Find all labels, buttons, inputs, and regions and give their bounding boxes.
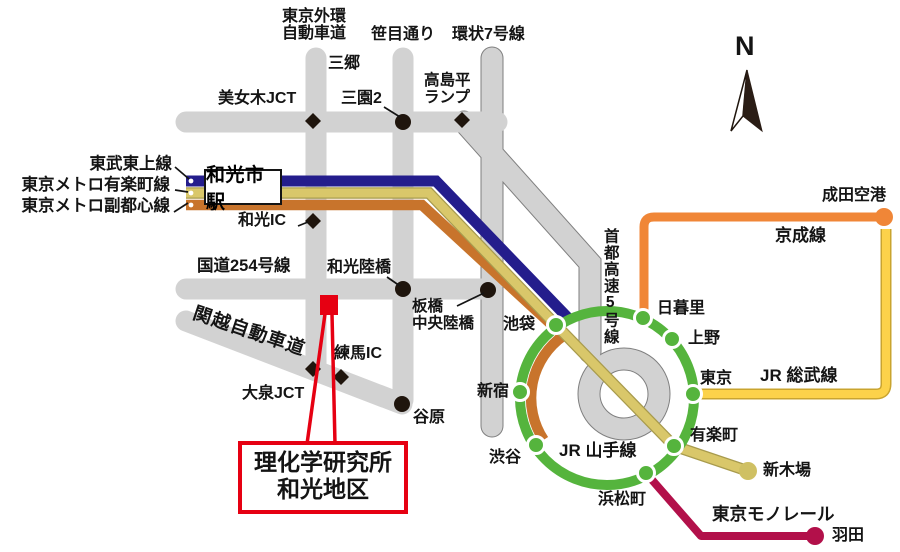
compass-n-label: N — [735, 31, 755, 61]
yamanote-stations — [510, 308, 703, 483]
monorail-line-label: 東京モノレール — [712, 504, 835, 524]
route254-label: 国道254号線 — [197, 257, 291, 275]
bijogi-jct-diamond — [305, 113, 321, 129]
yahara-dot — [394, 396, 410, 412]
sasame-street-label: 笹目通り — [371, 26, 436, 43]
fukutoshin-callout — [173, 202, 189, 213]
kanjo7-label: 環状7号線 — [452, 26, 525, 43]
wako-bridge-callout — [386, 276, 401, 287]
monorail-line — [642, 470, 813, 540]
misono2-dot — [395, 114, 411, 130]
tokyo-dot — [683, 384, 703, 404]
sobu-line — [694, 229, 890, 398]
metro-fukutoshin-label: 東京メトロ副都心線 — [21, 197, 171, 215]
kanetsu-road — [175, 310, 413, 415]
shinkiba-dot — [739, 462, 757, 480]
bijogi-jct-label: 美女木JCT — [218, 90, 297, 107]
riken-marker — [305, 295, 338, 445]
nippori-dot — [633, 308, 653, 328]
misono2-callout — [383, 106, 401, 118]
wakoshi-station-box: 和光市駅 — [204, 165, 282, 213]
wako-bridge-label: 和光陸橋 — [327, 259, 392, 276]
sobu-line-label: JR 総武線 — [760, 366, 838, 385]
station-tokyo: 東京 — [700, 370, 733, 387]
yamanote-line-label: JR 山手線 — [559, 441, 637, 460]
yahara-label: 谷原 — [413, 409, 446, 426]
riken-name-line2: 和光地区 — [277, 476, 369, 502]
shinjuku-dot — [510, 382, 530, 402]
metro-yurakucho-label: 東京メトロ有楽町線 — [21, 176, 171, 194]
riken-site-square — [320, 295, 338, 315]
yurakucho-callout — [174, 189, 189, 193]
shuto5-label: 首都高速5号線 — [601, 228, 619, 345]
wako-ic-label: 和光IC — [238, 212, 287, 229]
riken-destination-box: 理化学研究所 和光地区 — [238, 441, 408, 514]
takashimadaira-diamond — [454, 112, 470, 128]
tobu-callout — [174, 166, 190, 180]
station-narita-airport: 成田空港 — [822, 187, 887, 204]
itabashi-callout — [456, 292, 485, 307]
wako-ic-callout — [297, 221, 309, 227]
misono2-label: 三園2 — [341, 90, 382, 107]
compass-needle-icon — [730, 69, 763, 133]
gaikan-expressway-label: 東京外環 自動車道 — [268, 8, 360, 43]
callout-lines — [173, 106, 485, 307]
narita-dot — [875, 208, 893, 226]
yurakucho-dot — [664, 436, 684, 456]
takashimadaira-line2: ランプ — [424, 88, 471, 106]
itabashi-line1: 板橋 — [412, 298, 444, 315]
station-hamamatsucho: 浜松町 — [598, 491, 647, 508]
tobu-tojo-label: 東武東上線 — [89, 155, 173, 173]
station-ueno: 上野 — [688, 330, 721, 347]
station-shinkiba: 新木場 — [763, 462, 812, 479]
riken-name-line1: 理化学研究所 — [254, 449, 392, 475]
tobu-end-dot — [188, 178, 194, 184]
shibuya-dot — [526, 435, 546, 455]
nerima-ic-diamond — [333, 369, 349, 385]
gaikan-label-line2: 自動車道 — [281, 25, 346, 43]
nerima-ic-label: 練馬IC — [334, 345, 383, 362]
station-haneda: 羽田 — [832, 527, 865, 544]
itabashi-line2: 中央陸橋 — [412, 314, 475, 332]
fukutoshin-end-dot — [188, 202, 194, 208]
hamamatsucho-dot — [636, 463, 656, 483]
riken-pointer-right — [330, 313, 337, 445]
haneda-dot — [806, 527, 824, 545]
station-shinjuku: 新宿 — [477, 383, 510, 400]
keisei-line — [639, 212, 882, 316]
itabashi-bridge-label: 板橋 中央陸橋 — [412, 298, 475, 332]
gaikan-label-line1: 東京外環 — [281, 8, 346, 25]
yurakucho-end-dot — [188, 190, 194, 196]
oizumi-jct-label: 大泉JCT — [242, 385, 305, 402]
misato-label: 三郷 — [328, 55, 361, 72]
itabashi-bridge-dot — [480, 282, 496, 298]
takashimadaira-line1: 高島平 — [424, 72, 471, 89]
station-yurakucho: 有楽町 — [690, 427, 739, 444]
ikebukuro-dot — [546, 315, 566, 335]
wako-ic-diamond — [305, 213, 321, 229]
takashimadaira-ramp-label: 高島平 ランプ — [424, 72, 471, 106]
ueno-dot — [662, 329, 682, 349]
station-nippori: 日暮里 — [657, 300, 706, 317]
station-ikebukuro: 池袋 — [503, 316, 536, 333]
station-shibuya: 渋谷 — [489, 449, 522, 466]
riken-pointer-left — [305, 313, 327, 445]
keisei-line-label: 京成線 — [775, 226, 826, 245]
